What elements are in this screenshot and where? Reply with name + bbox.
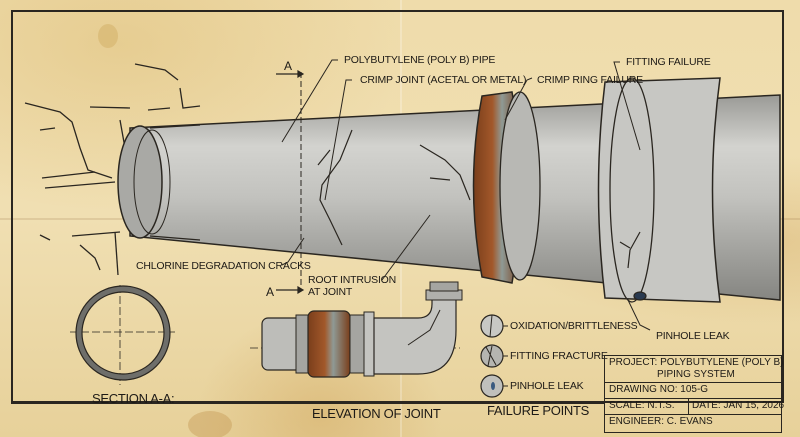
title-block-project: PROJECT: POLYBUTYLENE (POLY B) PIPING SY… xyxy=(605,356,784,383)
section-marker-bottom: A xyxy=(266,285,274,299)
callout-pinhole-leak: PINHOLE LEAK xyxy=(656,330,730,342)
stain xyxy=(98,24,118,48)
legend-oxidation: OXIDATION/BRITTLENESS xyxy=(510,320,638,332)
callout-chlorine-cracks: CHLORINE DEGRADATION CRACKS xyxy=(136,260,311,272)
oxidation-icon xyxy=(480,314,508,338)
pinhole-icon xyxy=(480,374,508,398)
title-block-engineer: ENGINEER: C. EVANS xyxy=(609,416,713,427)
callout-crimp-ring-failure: CRIMP RING FAILURE xyxy=(537,74,643,86)
title-block-date: DATE: JAN 15, 2026 xyxy=(688,399,784,414)
callout-root-intrusion: ROOT INTRUSION xyxy=(308,274,397,286)
callout-fitting-failure: FITTING FAILURE xyxy=(626,56,711,68)
leader-lines xyxy=(281,59,651,331)
elevation-of-joint-view xyxy=(250,281,463,378)
elevation-view-title: ELEVATION OF JOINT xyxy=(312,406,441,421)
legend-fitting-fracture: FITTING FRACTURE xyxy=(510,350,608,362)
stain xyxy=(188,411,232,437)
section-marker-top: A xyxy=(284,59,292,73)
title-block: PROJECT: POLYBUTYLENE (POLY B) PIPING SY… xyxy=(604,355,784,433)
title-block-scale: SCALE: N.T.S. xyxy=(609,400,675,411)
section-view-title: SECTION A-A: xyxy=(92,391,175,406)
fracture-icon xyxy=(480,344,508,368)
legend-pinhole-leak: PINHOLE LEAK xyxy=(510,380,584,392)
title-block-drawing-no: DRAWING NO: 105-G xyxy=(605,383,781,399)
section-a-a-view xyxy=(70,285,175,385)
callout-root-intrusion-line2: AT JOINT xyxy=(308,286,353,298)
section-arrows xyxy=(276,69,305,295)
callout-crimp-joint: CRIMP JOINT (ACETAL OR METAL) xyxy=(360,74,527,86)
title-block-scale-date: SCALE: N.T.S. DATE: JAN 15, 2026 xyxy=(605,399,784,415)
pipe-cracks xyxy=(317,129,647,301)
callout-poly-b-pipe: POLYBUTYLENE (POLY B) PIPE xyxy=(344,54,496,66)
failure-points-title: FAILURE POINTS xyxy=(487,403,589,418)
fitting xyxy=(597,77,721,303)
